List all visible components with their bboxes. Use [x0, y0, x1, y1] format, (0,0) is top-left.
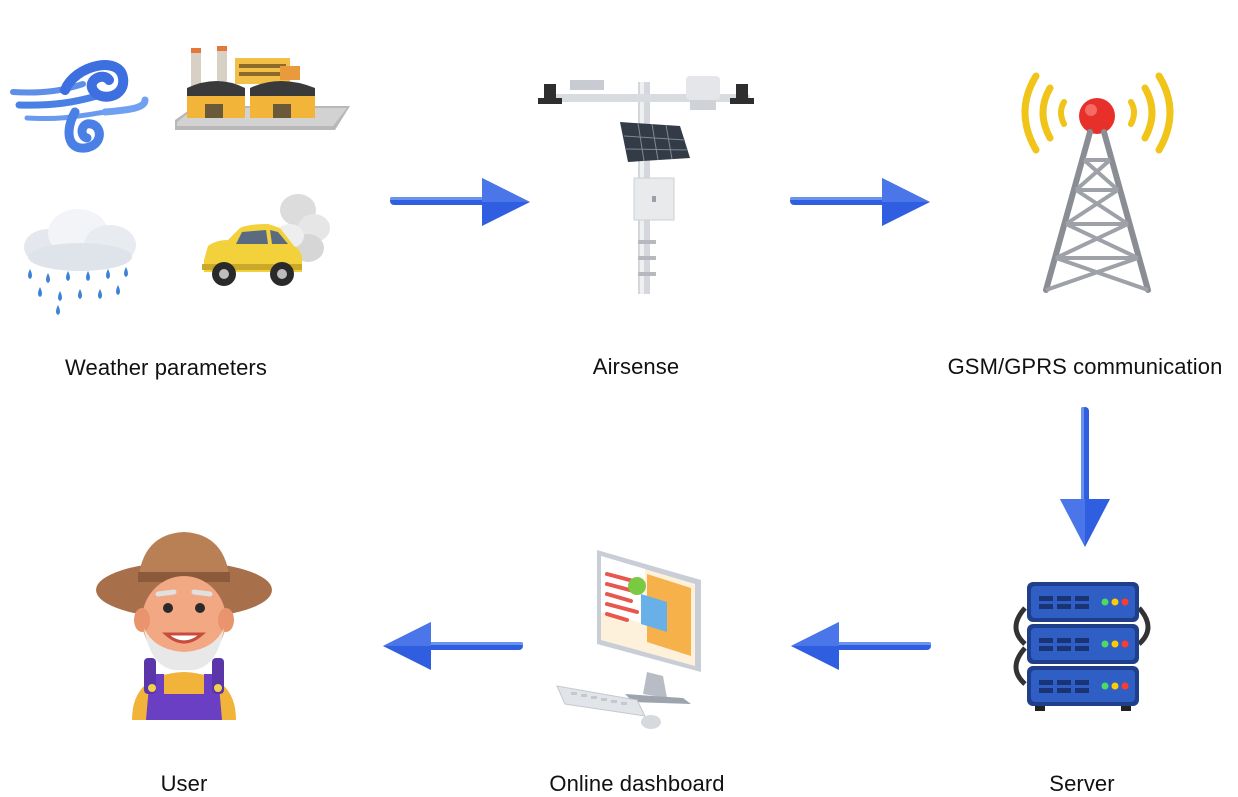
weather-parameters-label: Weather parameters	[65, 355, 267, 380]
server-label: Server	[1049, 771, 1115, 796]
server-rack-icon	[1013, 582, 1151, 711]
weather-station-icon	[538, 76, 754, 294]
arrow-weather-to-airsense	[390, 178, 530, 226]
arrow-dashboard-to-user	[383, 622, 523, 670]
user-label: User	[160, 771, 208, 796]
wind-icon	[10, 60, 149, 153]
factory-icon	[175, 46, 350, 130]
arrow-gsm-to-server	[1060, 407, 1110, 547]
farmer-avatar-icon	[96, 532, 272, 720]
cell-tower-icon	[1021, 72, 1174, 293]
online-dashboard-label: Online dashboard	[549, 771, 725, 796]
gsm-gprs-label: GSM/GPRS communication	[947, 354, 1223, 379]
arrow-airsense-to-gsm	[790, 178, 930, 226]
computer-dashboard-icon	[556, 550, 701, 729]
polluting-car-icon	[202, 194, 330, 286]
weather-parameters-node	[0, 0, 360, 330]
airsense-label: Airsense	[592, 354, 680, 379]
arrow-server-to-dashboard	[791, 622, 931, 670]
rain-cloud-icon	[24, 209, 136, 315]
